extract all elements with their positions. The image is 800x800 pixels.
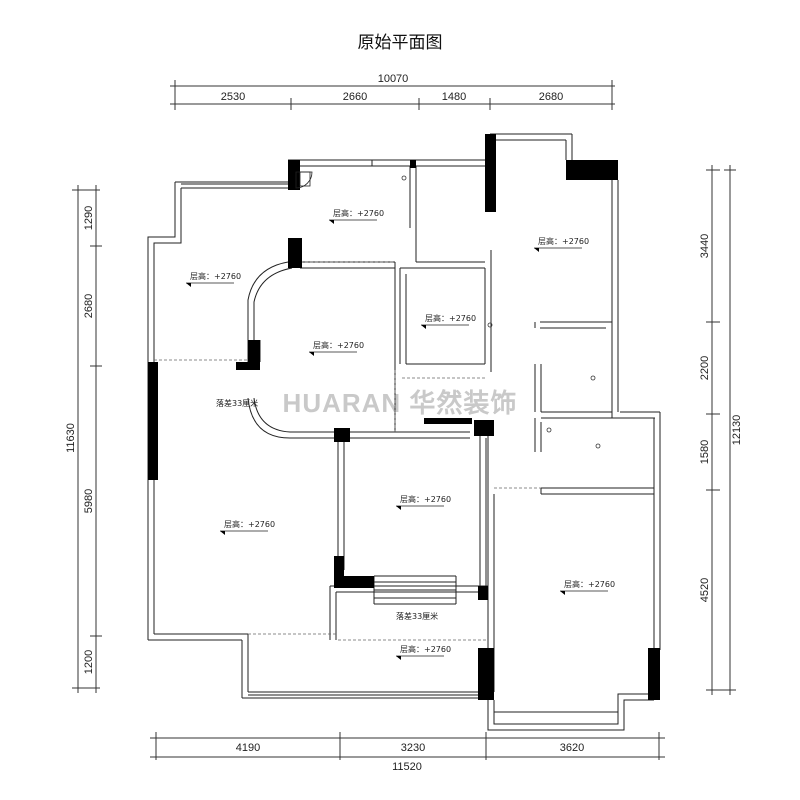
- dim-left-total: 11630: [65, 423, 77, 453]
- room-height-label: 层高：+2760: [400, 644, 451, 654]
- fixture-icon: [401, 175, 407, 181]
- fixture-icon: [487, 322, 493, 328]
- dim-bottom-seg-2: 3230: [401, 742, 425, 754]
- elevation-marker-icon: [186, 283, 191, 287]
- elevation-marker-icon: [309, 352, 314, 356]
- elevation-marker-icon: [220, 531, 225, 535]
- thin-walls: [147, 133, 661, 731]
- drop-note-bottom: 落差33厘米: [396, 611, 438, 621]
- room-upper-left: 层高：+2760: [186, 271, 241, 287]
- elevation-marker-icon: [329, 220, 334, 224]
- elevation-marker-icon: [396, 656, 401, 660]
- dim-bottom-seg-1: 4190: [236, 742, 260, 754]
- room-top-center: 层高：+2760: [329, 208, 384, 224]
- room-mid-center: 层高：+2760: [396, 494, 451, 510]
- elevation-marker-icon: [534, 248, 539, 252]
- room-small-center: 层高：+2760: [421, 313, 476, 329]
- dim-top-seg-3: 1480: [442, 91, 466, 103]
- dimension-lines: [72, 80, 736, 760]
- fixture-icon: [590, 375, 596, 381]
- elevation-marker-icon: [396, 506, 401, 510]
- elevation-marker-icon: [421, 325, 426, 329]
- room-height-label: 层高：+2760: [190, 271, 241, 281]
- door-swing-icon: [295, 171, 313, 189]
- dim-right-seg-3: 1580: [699, 440, 711, 464]
- dim-right-total: 12130: [731, 415, 743, 446]
- room-height-label: 层高：+2760: [333, 208, 384, 218]
- room-bottom-right: 层高：+2760: [560, 579, 615, 595]
- dim-right-seg-4: 4520: [699, 578, 711, 602]
- dim-top-total: 10070: [378, 73, 409, 85]
- fixture-icon: [546, 427, 552, 433]
- room-center-hall: 层高：+2760: [309, 340, 364, 356]
- elevation-marker-icon: [560, 591, 565, 595]
- room-height-label: 层高：+2760: [400, 494, 451, 504]
- room-top-right: 层高：+2760: [534, 236, 589, 252]
- dim-bottom-total: 11520: [392, 761, 422, 773]
- dim-left-seg-3: 5980: [83, 489, 95, 513]
- dim-top-seg-2: 2660: [343, 91, 367, 103]
- dim-right-seg-1: 3440: [699, 234, 711, 258]
- watermark: HUARAN 华然装饰: [283, 388, 518, 418]
- room-height-label: 层高：+2760: [425, 313, 476, 323]
- fixture-icon: [595, 443, 601, 449]
- room-height-label: 层高：+2760: [564, 579, 615, 589]
- dim-left-seg-4: 1200: [83, 650, 95, 674]
- room-height-tags: 层高：+2760 层高：+2760 层高：+2760 层高：+2760 层高：+2760…: [186, 208, 615, 660]
- shaft-icon: [299, 171, 311, 187]
- dim-left-seg-2: 2680: [83, 294, 95, 318]
- dimension-labels: 10070 2530 2660 1480 2680 4190 3230 3620…: [65, 73, 743, 773]
- structural-walls: [148, 134, 660, 700]
- room-bottom-center: 层高：+2760: [396, 644, 451, 660]
- dim-bottom-seg-3: 3620: [560, 742, 584, 754]
- room-living: 层高：+2760: [220, 519, 275, 535]
- plan-title: 原始平面图: [357, 33, 443, 53]
- dim-top-seg-4: 2680: [539, 91, 563, 103]
- drop-note-left: 落差33厘米: [216, 398, 258, 408]
- opening-lines: [154, 261, 541, 641]
- room-height-label: 层高：+2760: [224, 519, 275, 529]
- dim-right-seg-2: 2200: [699, 356, 711, 380]
- room-height-label: 层高：+2760: [313, 340, 364, 350]
- dim-top-seg-1: 2530: [221, 91, 245, 103]
- room-height-label: 层高：+2760: [538, 236, 589, 246]
- fixture-markers: [401, 175, 601, 449]
- dim-left-seg-1: 1290: [83, 206, 95, 230]
